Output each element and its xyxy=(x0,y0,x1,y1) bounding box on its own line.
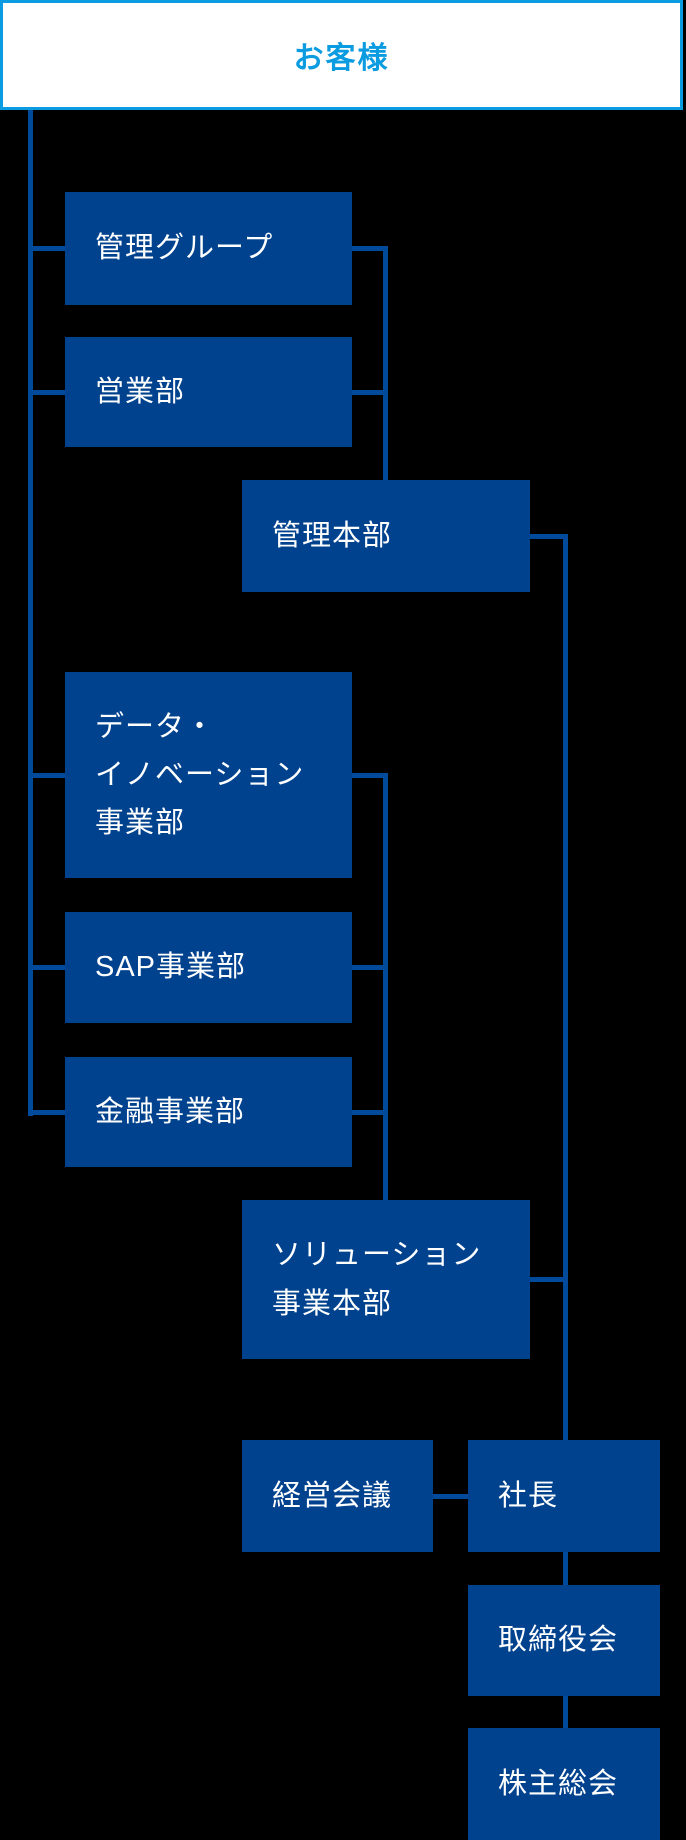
org-box-data-innovation: データ・ イノベーション 事業部 xyxy=(65,672,352,878)
org-box-sap-division: SAP事業部 xyxy=(65,912,352,1023)
org-box-management-meeting: 経営会議 xyxy=(242,1440,433,1552)
connector-stub-left-sales-dept xyxy=(28,390,68,395)
connector-stub-right-management-group xyxy=(350,246,388,251)
org-box-label: SAP事業部 xyxy=(95,951,247,984)
org-box-label: 営業部 xyxy=(95,375,186,408)
connector-rail-admin-hq xyxy=(383,246,388,482)
connector-board-shareholders xyxy=(563,1694,568,1730)
connector-rail-president xyxy=(563,534,568,1442)
connector-management-meeting-president xyxy=(431,1494,470,1499)
org-box-label: 社長 xyxy=(498,1479,559,1512)
connector-stub-left-sap-division xyxy=(28,965,68,970)
org-box-label: 取締役会 xyxy=(498,1624,619,1657)
org-box-admin-headquarters: 管理本部 xyxy=(242,480,530,592)
connector-stub-left-management-group xyxy=(28,246,68,251)
connector-left-trunk xyxy=(28,110,33,1116)
org-box-finance-division: 金融事業部 xyxy=(65,1057,352,1167)
org-box-solution-hq: ソリューション 事業本部 xyxy=(242,1200,530,1359)
org-box-sales-dept: 営業部 xyxy=(65,337,352,447)
org-box-label: 金融事業部 xyxy=(95,1095,246,1128)
org-box-label: ソリューション 事業本部 xyxy=(272,1239,482,1320)
connector-rail-solution-hq xyxy=(383,773,388,1202)
connector-stub-right-data-innovation xyxy=(350,773,388,778)
connector-stub-right-solution-hq xyxy=(528,1277,565,1282)
org-box-label: 経営会議 xyxy=(272,1479,393,1512)
connector-stub-right-sales-dept xyxy=(350,390,388,395)
org-box-president: 社長 xyxy=(468,1440,660,1552)
connector-president-board xyxy=(563,1550,568,1587)
connector-stub-left-finance-division xyxy=(28,1110,68,1115)
org-box-label: 管理グループ xyxy=(95,232,274,265)
org-box-board-of-directors: 取締役会 xyxy=(468,1585,660,1696)
org-box-label: 管理本部 xyxy=(272,519,393,552)
org-box-shareholders-meeting: 株主総会 xyxy=(468,1728,660,1840)
org-box-label: 株主総会 xyxy=(498,1767,619,1800)
connector-stub-right-finance-division xyxy=(350,1110,388,1115)
customer-label: お客様 xyxy=(293,42,390,75)
connector-stub-right-admin-hq xyxy=(528,534,565,539)
org-box-label: データ・ イノベーション 事業部 xyxy=(95,710,305,840)
customer-box: お客様 xyxy=(0,0,683,110)
connector-stub-right-sap-division xyxy=(350,965,388,970)
org-box-management-group: 管理グループ xyxy=(65,192,352,305)
connector-stub-left-data-innovation xyxy=(28,773,68,778)
